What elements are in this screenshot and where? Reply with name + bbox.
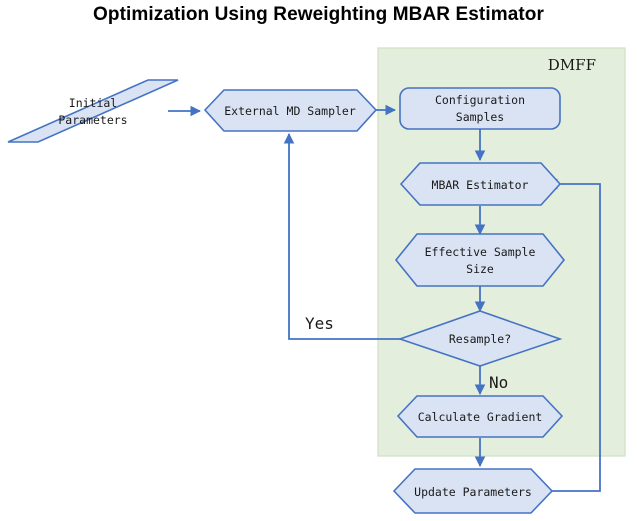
node-resample-decision-label: Resample? xyxy=(449,332,511,346)
node-external-md-sampler-label: External MD Sampler xyxy=(224,104,356,118)
edge-resample-yes-to-sampler xyxy=(283,132,406,340)
node-initial-parameters-line2: Parameters xyxy=(58,113,127,127)
edge-label-no: No xyxy=(489,373,508,392)
edge-label-yes: Yes xyxy=(305,314,334,333)
page-title: Optimization Using Reweighting MBAR Esti… xyxy=(92,4,544,25)
node-update-parameters[interactable]: Update Parameters xyxy=(392,468,554,514)
node-initial-parameters[interactable]: Initial Parameters xyxy=(7,79,179,143)
node-mbar-estimator[interactable]: MBAR Estimator xyxy=(399,162,562,206)
node-configuration-samples-line2: Samples xyxy=(456,110,504,124)
node-initial-parameters-line1: Initial xyxy=(69,96,117,110)
node-calculate-gradient-label: Calculate Gradient xyxy=(418,410,543,424)
node-effective-sample-size-line2: Size xyxy=(466,262,494,276)
node-resample-decision[interactable]: Resample? xyxy=(397,310,563,367)
node-configuration-samples[interactable]: Configuration Samples xyxy=(399,87,561,130)
node-mbar-estimator-label: MBAR Estimator xyxy=(432,178,529,192)
node-effective-sample-size[interactable]: Effective Sample Size xyxy=(394,233,566,287)
node-external-md-sampler[interactable]: External MD Sampler xyxy=(203,89,378,132)
node-effective-sample-size-line1: Effective Sample xyxy=(425,245,536,259)
edge-update-to-mbar-feedback xyxy=(546,178,601,492)
node-calculate-gradient[interactable]: Calculate Gradient xyxy=(396,395,564,438)
node-configuration-samples-line1: Configuration xyxy=(435,93,525,107)
dmff-group-label: DMFF xyxy=(548,56,596,74)
node-update-parameters-label: Update Parameters xyxy=(414,485,532,499)
